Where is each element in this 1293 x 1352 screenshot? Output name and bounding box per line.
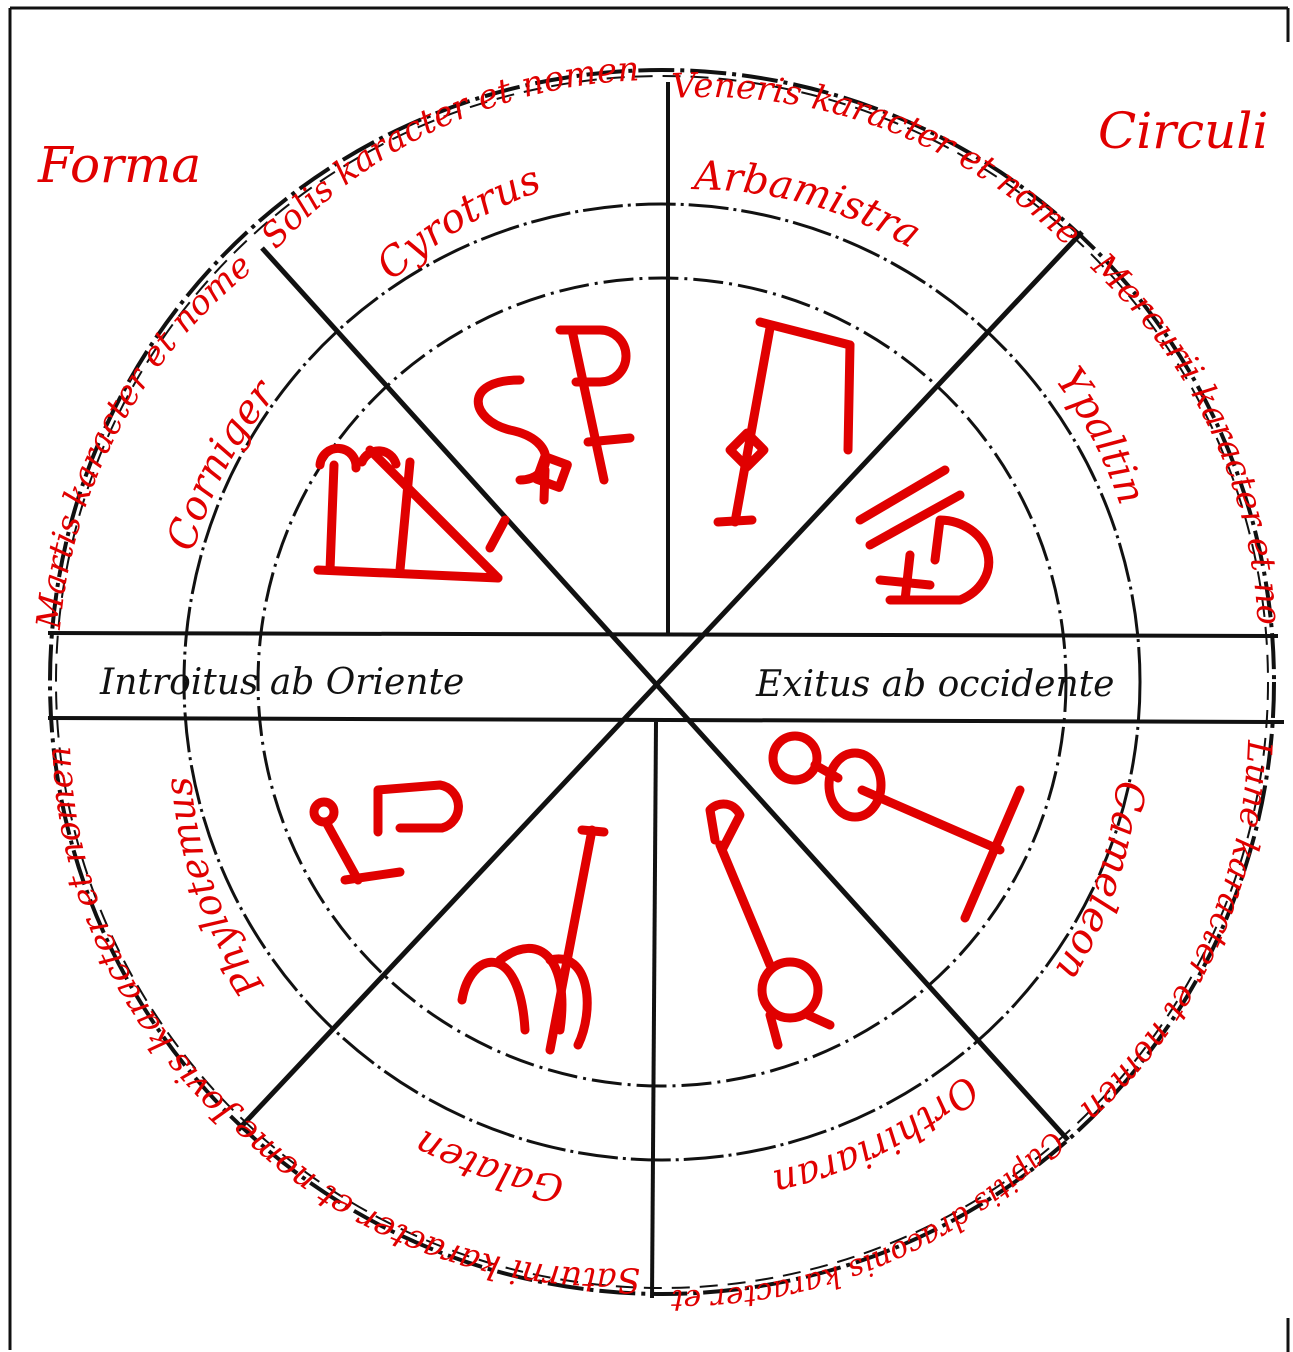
sector-sol-angel-name: Cyrotrus — [368, 157, 547, 290]
sector-jupiter-angel-name: Phylotemus — [156, 775, 272, 1005]
sector-caput-angel-name: Orthiriaran — [769, 1067, 988, 1205]
corner-label-forma: Forma — [37, 136, 201, 194]
spoke-south — [652, 722, 656, 1298]
band-top-line — [48, 633, 1278, 636]
sector-mercury-angel-name: Ypaltin — [1047, 359, 1155, 510]
sol-sigil-icon — [478, 330, 630, 500]
band-label-introitus: Introitus ab Oriente — [99, 662, 464, 703]
caput-draconis-sigil-icon — [710, 804, 830, 1045]
sector-mars-outer-label: Martis karacter et nomen Angeli eius — [0, 0, 260, 632]
band-label-exitus: Exitus ab occidente — [755, 664, 1114, 705]
corner-label-circuli: Circuli — [1098, 102, 1268, 160]
luna-sigil-icon — [773, 736, 1020, 918]
mercury-sigil-icon — [860, 470, 989, 600]
saturn-sigil-icon — [462, 830, 604, 1050]
sector-mars-angel-name: Corniger — [158, 369, 286, 556]
band-bottom-line — [48, 718, 1284, 722]
mars-sigil-icon — [318, 448, 505, 578]
jupiter-sigil-icon — [314, 785, 458, 880]
sector-venus-angel-name: Arbamistra — [690, 153, 929, 257]
sector-saturn-angel-name: Galaten — [407, 1121, 566, 1211]
venus-sigil-icon — [718, 322, 850, 522]
sector-luna-angel-name: Cameleon — [1046, 779, 1153, 989]
